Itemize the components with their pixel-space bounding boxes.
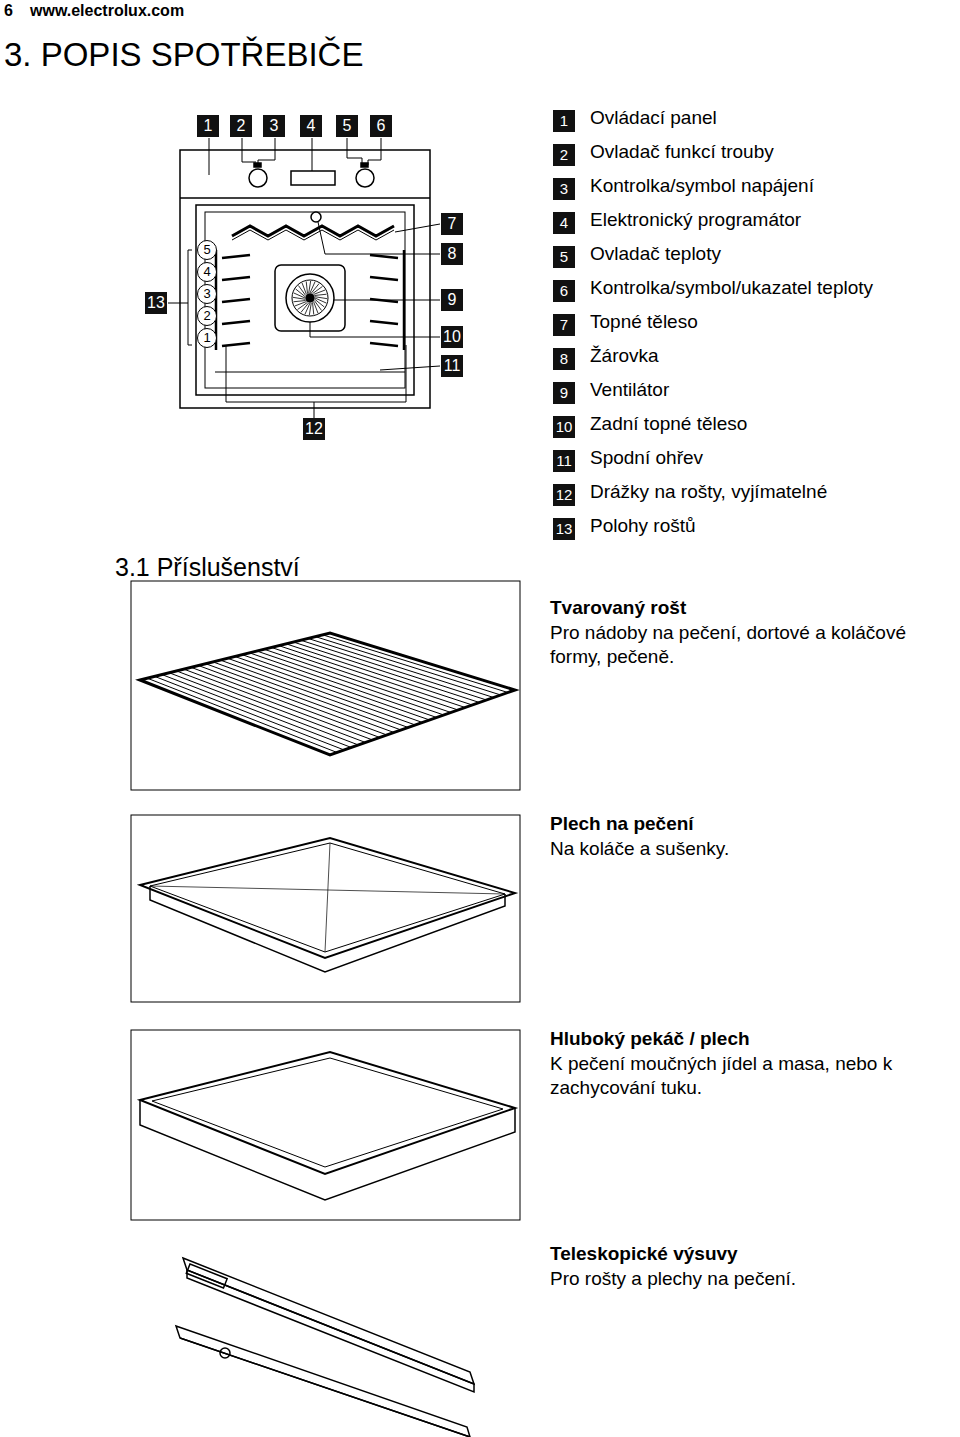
legend-text: Ventilátor	[590, 379, 669, 401]
accessory-name: Tvarovaný rošt	[550, 597, 686, 619]
legend-number: 11	[553, 450, 575, 472]
legend-text: Kontrolka/symbol/ukazatel teploty	[590, 277, 873, 299]
legend-text: Elektronický programátor	[590, 209, 801, 231]
legend-text: Spodní ohřev	[590, 447, 703, 469]
accessory-description: Na koláče a sušenky.	[550, 837, 955, 861]
legend-number: 6	[553, 280, 575, 302]
legend-text: Drážky na rošty, vyjímatelné	[590, 481, 827, 503]
deep-pan	[140, 1052, 515, 1174]
subsection-title: 3.1 Příslušenství	[115, 553, 300, 582]
legend-number: 1	[553, 110, 575, 132]
callout-number: 3	[263, 115, 285, 137]
callout-number: 11	[441, 355, 463, 377]
legend-number: 4	[553, 212, 575, 234]
legend-number: 5	[553, 246, 575, 268]
legend-text: Ovladač teploty	[590, 243, 721, 265]
legend-number: 7	[553, 314, 575, 336]
accessory-frame	[131, 581, 520, 790]
callout-number: 4	[300, 115, 322, 137]
shelf-position: 1	[197, 328, 217, 348]
legend-text: Ovladač funkcí trouby	[590, 141, 774, 163]
accessory-name: Teleskopické výsuvy	[550, 1243, 738, 1265]
legend-text: Polohy roštů	[590, 515, 696, 537]
accessory-description: Pro nádoby na pečení, dortové a koláčové…	[550, 621, 955, 669]
temperature-knob	[356, 169, 374, 187]
baking-tray	[140, 838, 515, 958]
wire-shelf	[140, 633, 515, 755]
legend-number: 13	[553, 518, 575, 540]
deep-pan-side	[140, 1100, 515, 1200]
accessory-name: Hluboký pekáč / plech	[550, 1028, 750, 1050]
accessory-description: K pečení moučných jídel a masa, nebo k z…	[550, 1052, 955, 1100]
accessory-frame	[131, 815, 520, 1002]
shelf-position: 5	[197, 240, 217, 260]
lamp	[311, 212, 321, 222]
legend-number: 10	[553, 416, 575, 438]
fan-blades	[293, 281, 327, 315]
legend-text: Ovládací panel	[590, 107, 717, 129]
bottom-heat	[215, 372, 405, 373]
accessory-description: Pro rošty a plechy na pečení.	[550, 1267, 955, 1291]
wire-shelf-bars	[147, 635, 508, 753]
legend-number: 2	[553, 144, 575, 166]
rear-heating-element	[286, 274, 334, 322]
accessory-frame	[131, 1030, 520, 1220]
callout-number: 13	[145, 292, 167, 314]
programmer-display	[291, 171, 335, 185]
fan-hub	[306, 294, 314, 302]
telescopic-runners	[176, 1258, 474, 1437]
legend-number: 9	[553, 382, 575, 404]
legend-text: Topné těleso	[590, 311, 698, 333]
shelf-position: 3	[197, 284, 217, 304]
top-heating-element-inner	[232, 230, 394, 240]
callout-number: 8	[441, 243, 463, 265]
fan-cover	[275, 265, 345, 331]
callout-number: 5	[336, 115, 358, 137]
legend-text: Kontrolka/symbol napájení	[590, 175, 814, 197]
legend-text: Zadní topné těleso	[590, 413, 747, 435]
shelf-position: 4	[197, 262, 217, 282]
callout-number: 7	[441, 213, 463, 235]
callout-number: 12	[303, 418, 325, 440]
callout-number: 2	[230, 115, 252, 137]
section-title: 3. POPIS SPOTŘEBIČE	[4, 36, 363, 74]
function-knob	[249, 169, 267, 187]
baking-tray-rim	[150, 843, 505, 952]
baking-tray-fold	[150, 843, 505, 952]
callout-number: 10	[441, 326, 463, 348]
callout-number: 1	[197, 115, 219, 137]
website: www.electrolux.com	[30, 2, 184, 20]
callout-number: 9	[441, 289, 463, 311]
leader-lines	[168, 138, 440, 418]
accessory-name: Plech na pečení	[550, 813, 694, 835]
legend-number: 12	[553, 484, 575, 506]
panel-edge	[180, 197, 430, 199]
legend-number: 8	[553, 348, 575, 370]
callout-number: 6	[370, 115, 392, 137]
page-number: 6	[4, 2, 13, 20]
legend-text: Žárovka	[590, 345, 659, 367]
fan	[292, 280, 328, 316]
shelf-position: 2	[197, 306, 217, 326]
legend-number: 3	[553, 178, 575, 200]
